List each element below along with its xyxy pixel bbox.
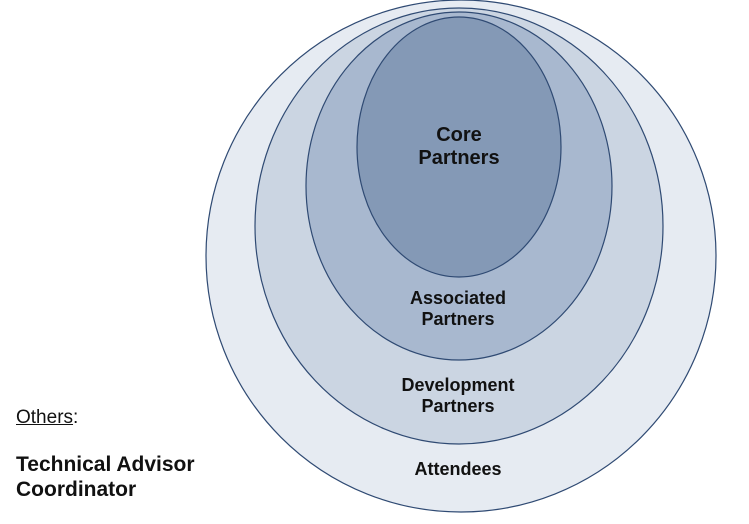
others-heading-text: Others (16, 407, 74, 428)
development-partners-label: Development Partners (378, 375, 538, 416)
others-heading-colon: : (73, 407, 79, 428)
associated-partners-label: Associated Partners (378, 288, 538, 329)
associated-partners-label-line-2: Partners (421, 308, 495, 329)
development-partners-label-line-2: Partners (421, 395, 495, 416)
others-heading: Others: (16, 406, 256, 430)
attendees-label: Attendees (378, 459, 538, 480)
others-block: Others: Technical Advisor Coordinator (16, 406, 256, 502)
attendees-label-line-1: Attendees (414, 459, 502, 479)
development-partners-label-line-1: Development (401, 375, 515, 395)
core-partners-label-line-1: Core (436, 124, 482, 146)
others-list: Technical Advisor Coordinator (16, 452, 256, 502)
others-item-coordinator: Coordinator (16, 478, 137, 501)
associated-partners-label-line-1: Associated (409, 288, 507, 308)
core-partners-label: Core Partners (379, 124, 539, 170)
core-partners-ring (356, 16, 562, 278)
others-item-technical-advisor: Technical Advisor (16, 453, 195, 476)
core-partners-label-line-2: Partners (418, 147, 500, 169)
